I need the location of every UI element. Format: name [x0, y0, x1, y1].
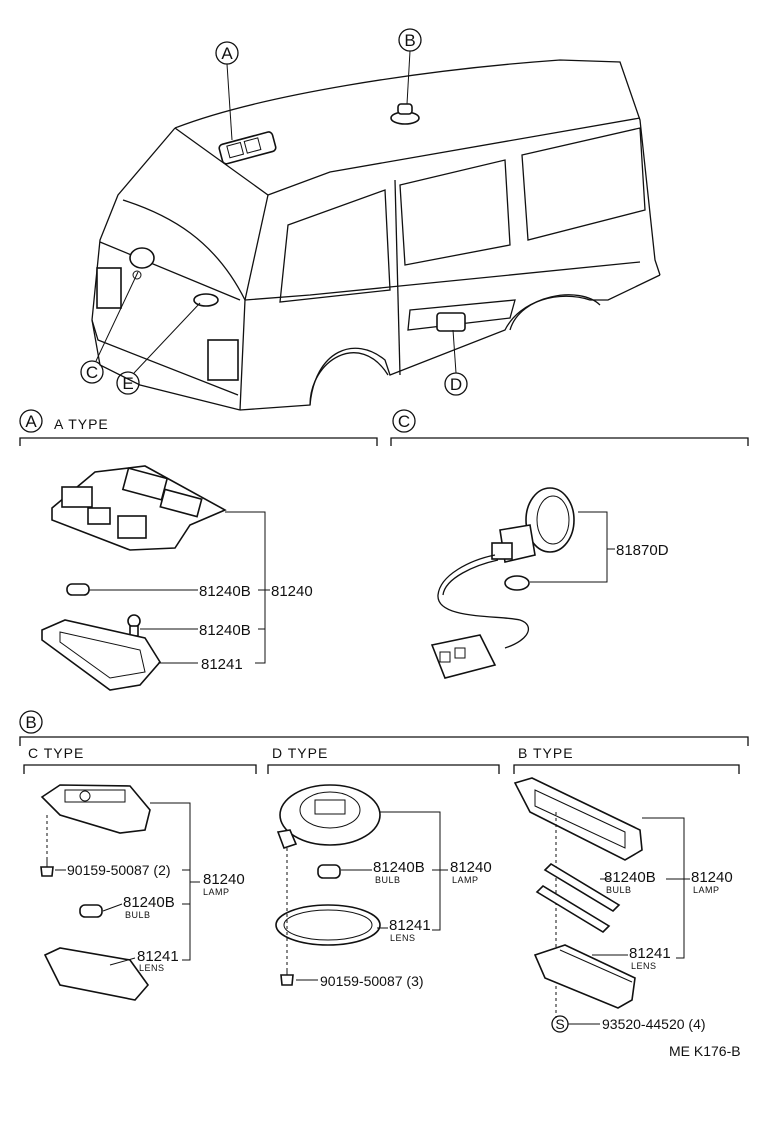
callout-b-label: B: [404, 31, 415, 50]
section-c-socket: 81870D: [616, 542, 669, 559]
c-type-screw: 90159-50087 (2): [67, 862, 171, 878]
callout-a: A: [215, 41, 239, 141]
callout-c: C: [80, 271, 139, 384]
b-type-bulb-sub: BULB: [606, 885, 632, 895]
c-type-lamp: 81240: [203, 871, 245, 888]
b-type-lamp: 81240: [691, 869, 733, 886]
section-a-callout: A: [25, 412, 37, 431]
section-a-lens: 81241: [201, 656, 243, 673]
c-type-lamp-sub: LAMP: [203, 887, 230, 897]
d-type-lens: 81241: [389, 917, 431, 934]
section-a-parts: [41, 465, 270, 691]
van-illustration: [91, 59, 661, 411]
callout-e: E: [116, 302, 201, 395]
b-type-parts: S: [513, 777, 690, 1033]
d-type-parts: [275, 784, 448, 986]
b-type-header: B TYPE: [513, 745, 740, 774]
section-a-lamp: 81240: [271, 583, 313, 600]
section-a-title: A TYPE: [54, 416, 109, 432]
c-type-lens-sub: LENS: [139, 963, 165, 973]
c-type-bulb-sub: BULB: [125, 910, 151, 920]
callout-a-label: A: [221, 44, 233, 63]
section-a-bulb-1: 81240B: [199, 583, 251, 600]
diagram-code: ME K176-B: [669, 1043, 741, 1059]
d-type-bulb-sub: BULB: [375, 875, 401, 885]
section-b-header: B: [19, 710, 749, 746]
b-type-s-mark: S: [555, 1016, 564, 1032]
callout-e-label: E: [122, 374, 133, 393]
b-type-lens-sub: LENS: [631, 961, 657, 971]
bulb-icon: [66, 583, 90, 596]
section-c-parts: [430, 487, 615, 679]
section-a-bulb-2: 81240B: [199, 622, 251, 639]
callout-d-label: D: [450, 375, 462, 394]
d-type-lens-sub: LENS: [390, 933, 416, 943]
callout-d: D: [444, 329, 468, 396]
b-type-bulb: 81240B: [604, 869, 656, 886]
d-type-lamp: 81240: [450, 859, 492, 876]
callout-b: B: [398, 28, 422, 105]
section-c-header: C: [390, 409, 749, 446]
b-type-lens: 81241: [629, 945, 671, 962]
section-c-callout: C: [398, 412, 410, 431]
section-b-callout: B: [25, 713, 36, 732]
d-type-screw: 90159-50087 (3): [320, 973, 424, 989]
c-type-title: C TYPE: [28, 745, 84, 761]
callout-c-label: C: [86, 363, 98, 382]
b-type-screw: 93520-44520 (4): [602, 1016, 706, 1032]
c-type-header: C TYPE: [23, 745, 257, 774]
section-a-header: A A TYPE: [19, 409, 378, 446]
c-type-lens: 81241: [137, 948, 179, 965]
b-type-lamp-sub: LAMP: [693, 885, 720, 895]
d-type-lamp-sub: LAMP: [452, 875, 479, 885]
d-type-header: D TYPE: [267, 745, 500, 774]
c-type-parts: [40, 784, 200, 1001]
d-type-bulb: 81240B: [373, 859, 425, 876]
c-type-bulb: 81240B: [123, 894, 175, 911]
d-type-title: D TYPE: [272, 745, 328, 761]
b-type-title: B TYPE: [518, 745, 574, 761]
